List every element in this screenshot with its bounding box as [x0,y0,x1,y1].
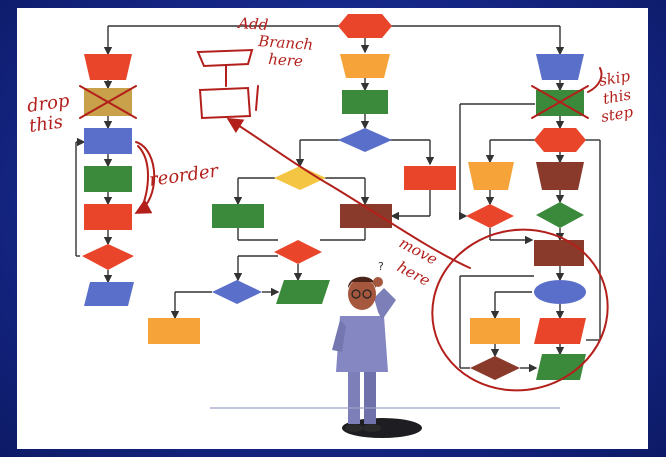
thinking-person-illustration: ? [332,260,422,438]
right-brown-trapezoid [536,162,584,190]
person-hair [348,276,376,288]
annotation-marks [79,48,609,392]
person-torso [336,316,388,372]
add-branch-label-line3: here [268,50,304,70]
skip-step-label-line1: skip [598,67,632,90]
green-left-box [212,204,264,228]
person-glasses-left [351,289,361,299]
person-hand [373,277,383,287]
reorder-label: reorder [148,160,221,191]
orange-bottom-box [148,318,200,344]
right-green-parallelogram [536,354,586,380]
person-head [348,278,376,310]
yellow-decision [274,166,326,190]
drop-this-label-line2: this [28,111,64,137]
center-trapezoid [340,54,390,78]
right-green-decision [536,202,584,228]
red-center-decision [274,240,322,264]
person-shadow [342,418,422,438]
person-right-leg [364,368,376,424]
center-decision [338,128,392,152]
right-blue-trapezoid [536,54,584,80]
person-left-shoe [345,424,363,432]
right-blue-oval [534,280,586,304]
blue-low-decision [212,280,262,304]
add-branch-label-line2: Branch [257,32,314,54]
center-process-box [342,90,388,114]
left-red-trapezoid [84,54,132,80]
start-hexagon [338,14,392,38]
person-raised-arm [374,288,396,320]
person-left-leg [348,368,360,424]
left-decision [82,244,134,270]
right-yellow-trapezoid [468,162,514,190]
right-brown-box [534,240,584,266]
right-orange-box [470,318,520,344]
green-parallelogram [276,280,330,304]
skip-step-label-line2: this [602,85,633,108]
person-back-arm [332,320,346,352]
left-blue-box [84,128,132,154]
person-right-shoe [363,424,381,432]
left-parallelogram [84,282,134,306]
left-red-box [84,204,132,230]
flowchart-shapes [82,14,586,380]
orange-right-box [404,166,456,190]
right-red-parallelogram [534,318,586,344]
right-brown-decision [470,356,520,380]
person-thought-mark: ? [378,260,384,273]
annotation-text: Add Branch here drop this reorder skip t… [26,14,635,290]
right-red-decision [466,204,514,228]
left-green-box [84,166,132,192]
person-glasses-right [362,289,372,299]
connector-lines [75,25,601,373]
skip-step-label-line3: step [600,103,635,126]
add-branch-label-line1: Add [236,14,269,34]
right-red-hexagon [534,128,586,152]
